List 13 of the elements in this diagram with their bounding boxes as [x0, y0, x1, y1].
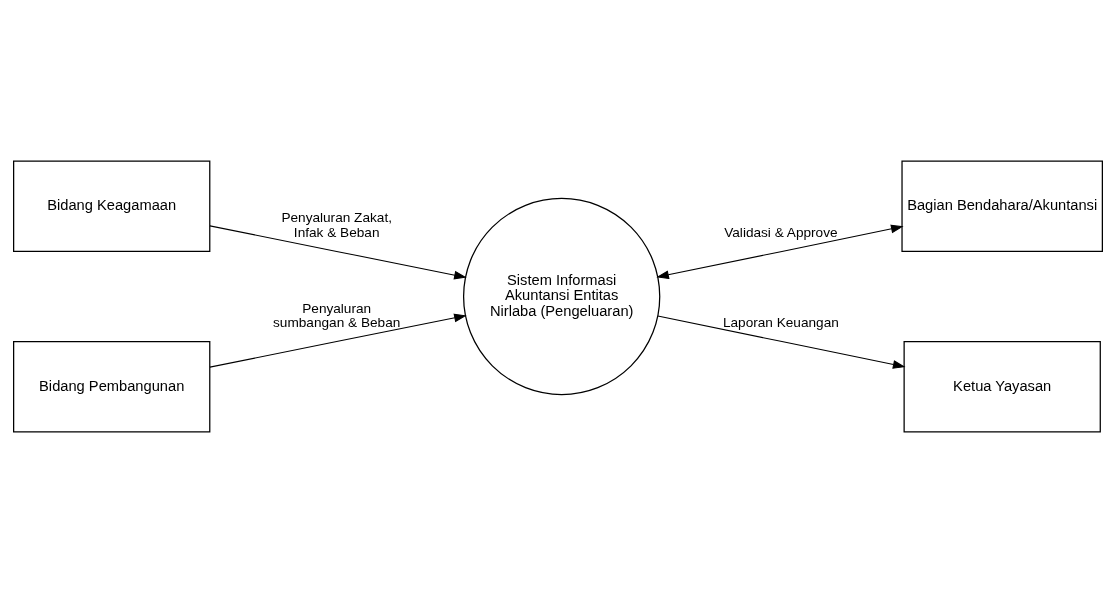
arrow [657, 315, 906, 369]
node-box: Bagian Bendahara/Akuntansi [901, 160, 1103, 252]
edge-label: Penyaluran Zakat, Infak & Beban [281, 209, 392, 240]
edge-label: Laporan Keuangan [722, 314, 839, 330]
node-circle: Sistem Informasi Akuntansi Entitas Nirlaba (Pengeluaran) [462, 197, 661, 395]
node-box: Bidang Keagamaan [13, 160, 211, 252]
arrow [656, 224, 904, 279]
arrow [209, 224, 467, 279]
edge-label: Validasi & Approve [724, 224, 838, 240]
edge-label: Penyaluran sumbangan & Beban [273, 300, 401, 330]
node-box: Bidang Pembangunan [13, 340, 211, 432]
node-box: Ketua Yayasan [903, 340, 1101, 432]
arrow [209, 313, 467, 368]
